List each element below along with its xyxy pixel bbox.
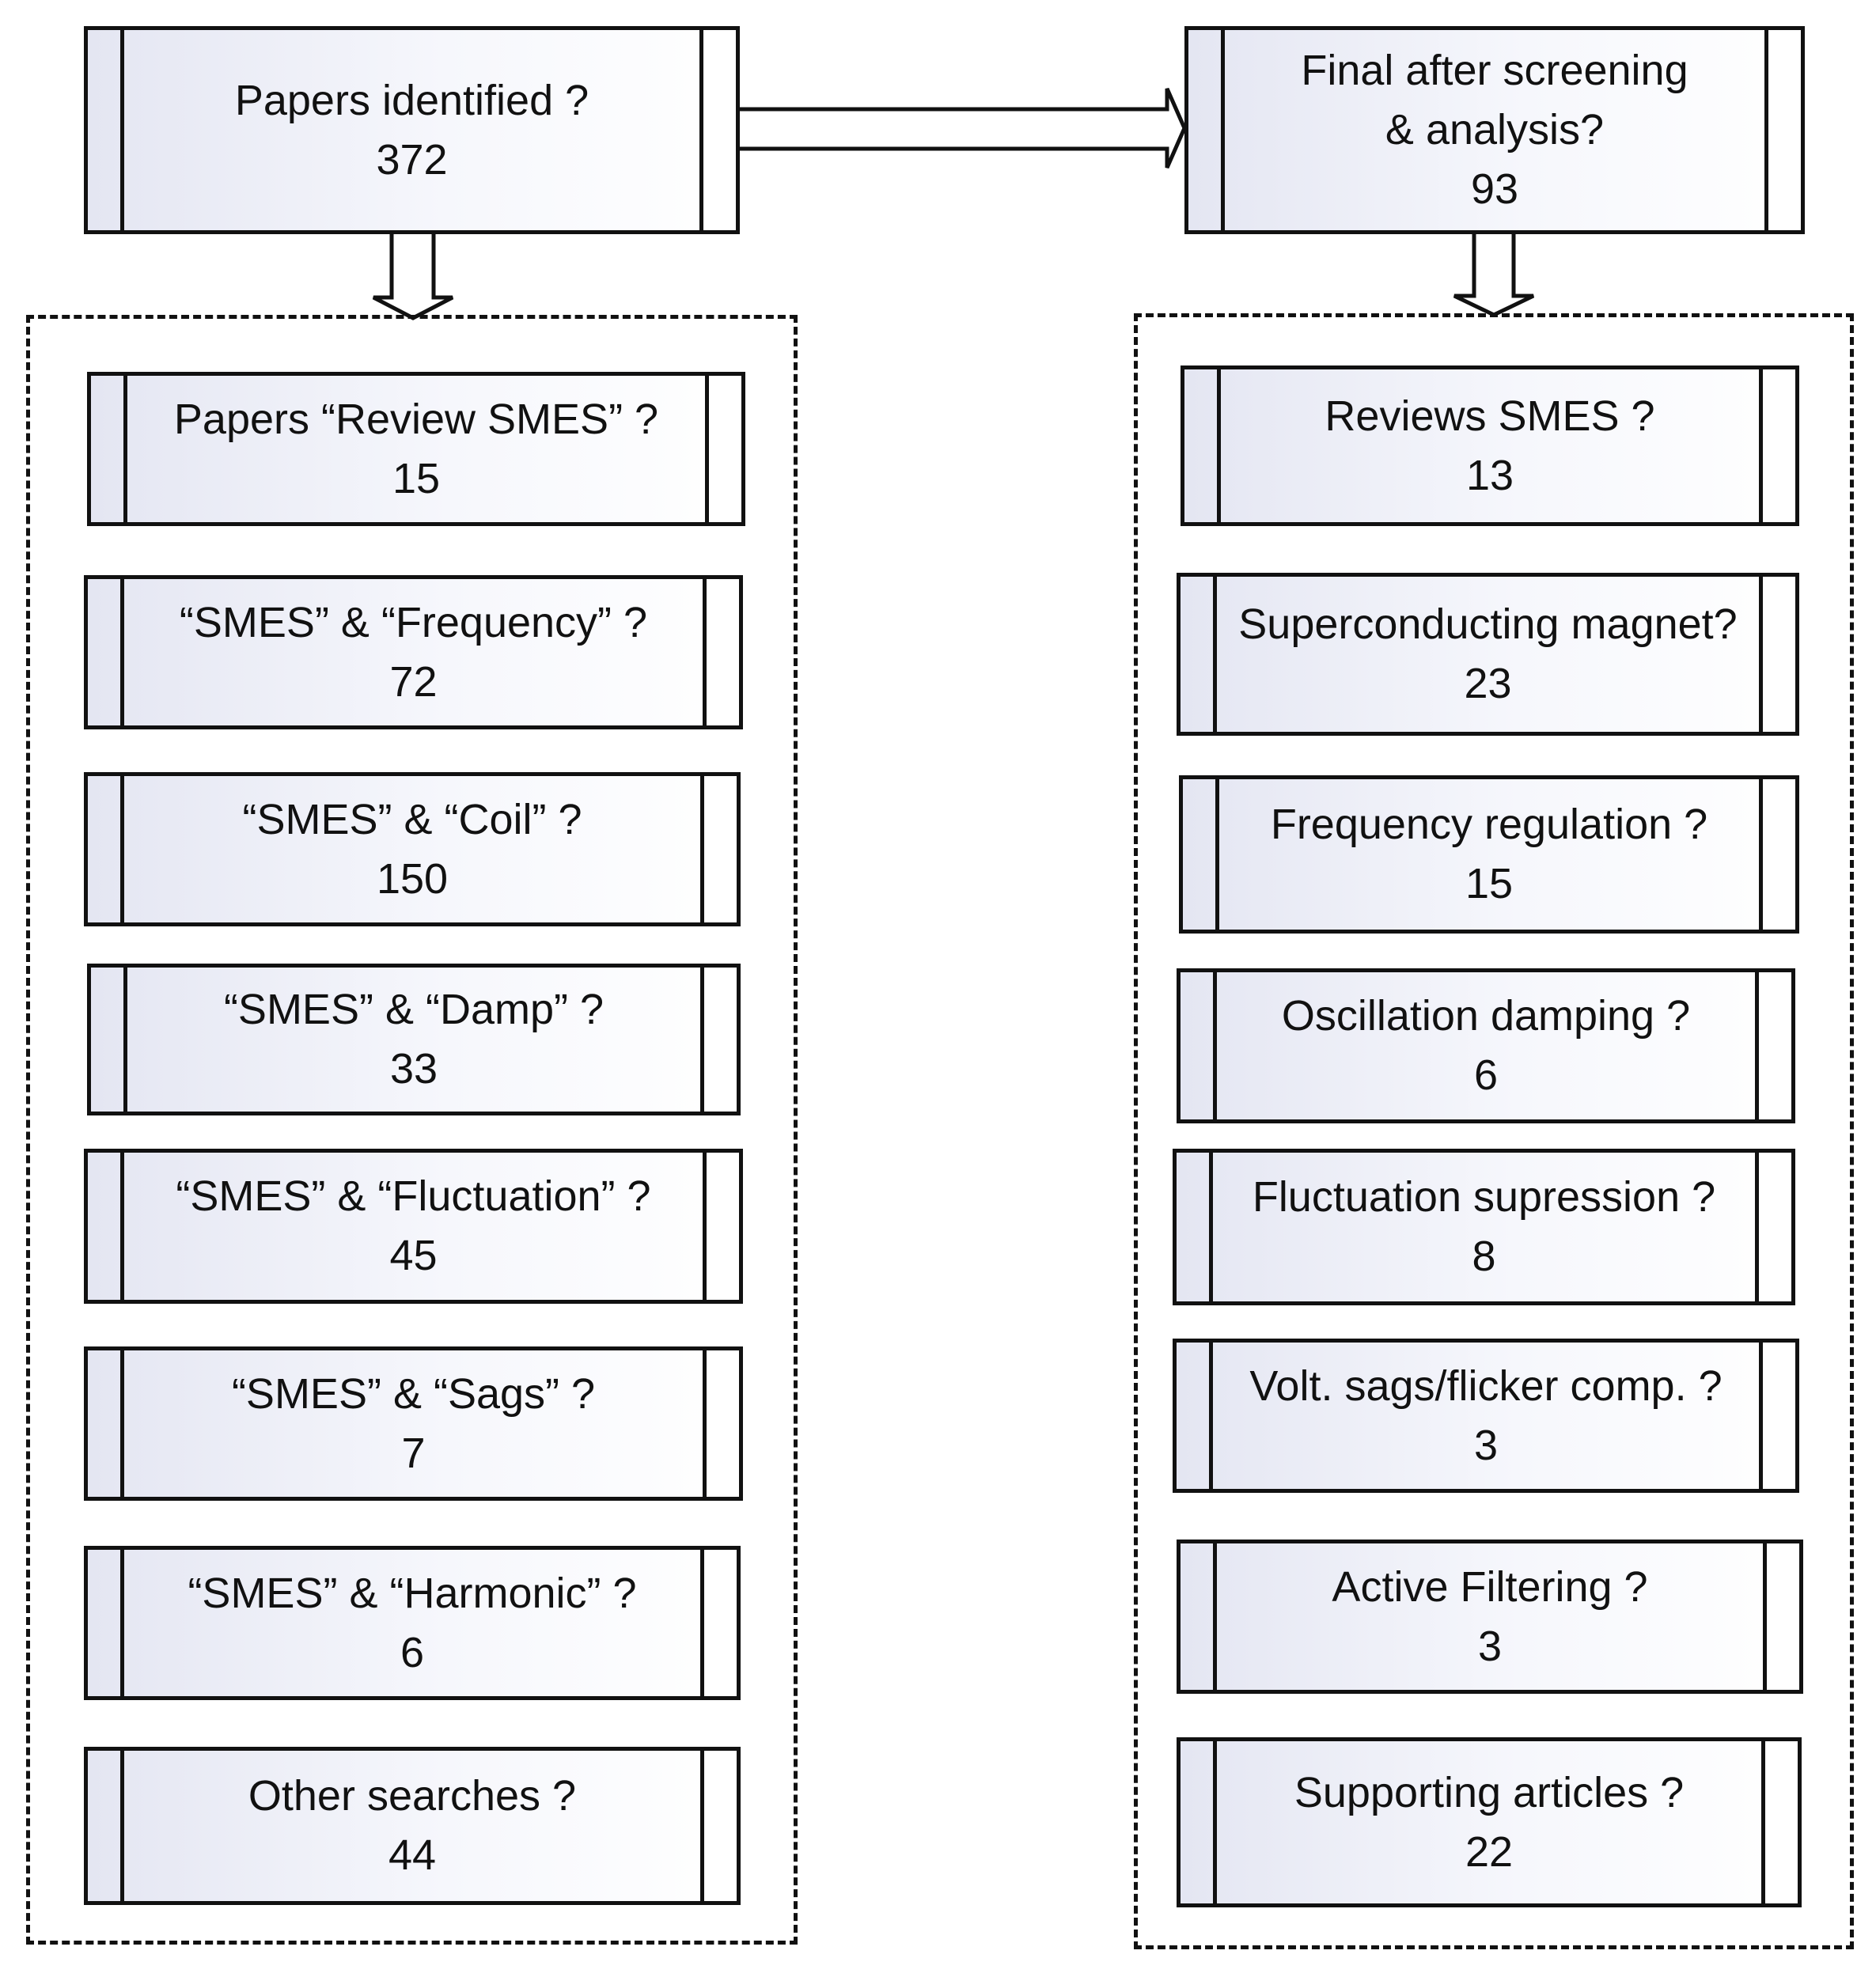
left-item: “SMES” & “Sags” ? 7 bbox=[84, 1346, 743, 1501]
left-item-label: “SMES” & “Fluctuation” ? bbox=[176, 1172, 651, 1220]
left-item-count: 33 bbox=[389, 1045, 438, 1093]
left-item: “SMES” & “Damp” ? 33 bbox=[87, 964, 741, 1115]
left-item: “SMES” & “Coil” ? 150 bbox=[84, 772, 741, 926]
right-item: Supporting articles ? 22 bbox=[1177, 1737, 1802, 1907]
left-item-label: “SMES” & “Harmonic” ? bbox=[188, 1569, 637, 1617]
left-item-count: 150 bbox=[376, 854, 449, 903]
final-title-line1: Final after screening bbox=[1301, 47, 1688, 94]
right-item: Superconducting magnet? 23 bbox=[1177, 573, 1799, 736]
left-item-count: 15 bbox=[392, 454, 441, 502]
right-item-count: 3 bbox=[1473, 1421, 1499, 1469]
right-item-count: 15 bbox=[1465, 860, 1514, 907]
right-item-label: Volt. sags/flicker comp. ? bbox=[1249, 1362, 1723, 1410]
left-item-label: “SMES” & “Frequency” ? bbox=[179, 598, 648, 646]
right-item-label: Superconducting magnet? bbox=[1238, 600, 1738, 648]
right-item-count: 6 bbox=[1473, 1051, 1499, 1099]
right-item-count: 22 bbox=[1465, 1827, 1514, 1876]
arrow-down-right bbox=[1453, 234, 1535, 317]
final-after-screening-box: Final after screening & analysis? 93 bbox=[1184, 26, 1805, 234]
final-count: 93 bbox=[1470, 165, 1519, 213]
right-item-label: Active Filtering ? bbox=[1332, 1562, 1648, 1611]
right-item-count: 13 bbox=[1465, 451, 1514, 499]
left-results-group bbox=[26, 315, 798, 1945]
left-item-label: Other searches ? bbox=[248, 1772, 577, 1820]
right-item: Volt. sags/flicker comp. ? 3 bbox=[1173, 1339, 1799, 1493]
left-item-label: “SMES” & “Coil” ? bbox=[242, 795, 582, 843]
right-item: Oscillation damping ? 6 bbox=[1177, 968, 1795, 1123]
left-item-count: 72 bbox=[389, 657, 438, 706]
left-item: Papers “Review SMES” ? 15 bbox=[87, 372, 745, 526]
arrow-down-left bbox=[372, 234, 454, 320]
arrow-right bbox=[740, 87, 1187, 169]
right-item: Reviews SMES ? 13 bbox=[1181, 365, 1799, 526]
left-item-count: 7 bbox=[401, 1429, 426, 1477]
left-item: Other searches ? 44 bbox=[84, 1747, 741, 1905]
right-item-count: 8 bbox=[1472, 1233, 1496, 1280]
final-title-line2: & analysis? bbox=[1385, 106, 1605, 153]
right-item: Fluctuation supression ? 8 bbox=[1173, 1149, 1795, 1305]
papers-identified-count: 372 bbox=[376, 135, 448, 184]
right-item: Frequency regulation ? 15 bbox=[1179, 775, 1799, 934]
right-item: Active Filtering ? 3 bbox=[1177, 1540, 1803, 1694]
right-item-label: Frequency regulation ? bbox=[1270, 801, 1708, 848]
left-item-count: 44 bbox=[388, 1831, 437, 1879]
left-item-label: “SMES” & “Sags” ? bbox=[231, 1369, 596, 1418]
left-item-count: 45 bbox=[389, 1232, 438, 1279]
papers-identified-box: Papers identified ? 372 bbox=[84, 26, 740, 234]
left-item: “SMES” & “Frequency” ? 72 bbox=[84, 575, 743, 729]
left-item-count: 6 bbox=[400, 1628, 425, 1676]
right-item-label: Oscillation damping ? bbox=[1281, 992, 1691, 1040]
left-item: “SMES” & “Fluctuation” ? 45 bbox=[84, 1149, 743, 1304]
left-item: “SMES” & “Harmonic” ? 6 bbox=[84, 1546, 741, 1700]
right-results-group bbox=[1134, 313, 1854, 1949]
right-item-count: 3 bbox=[1477, 1622, 1503, 1670]
right-item-count: 23 bbox=[1464, 660, 1512, 707]
left-item-label: Papers “Review SMES” ? bbox=[173, 395, 659, 443]
papers-identified-label: Papers identified ? bbox=[234, 76, 589, 124]
right-item-label: Fluctuation supression ? bbox=[1252, 1173, 1716, 1221]
left-item-label: “SMES” & “Damp” ? bbox=[223, 986, 604, 1033]
right-item-label: Reviews SMES ? bbox=[1325, 392, 1655, 440]
right-item-label: Supporting articles ? bbox=[1294, 1768, 1685, 1816]
